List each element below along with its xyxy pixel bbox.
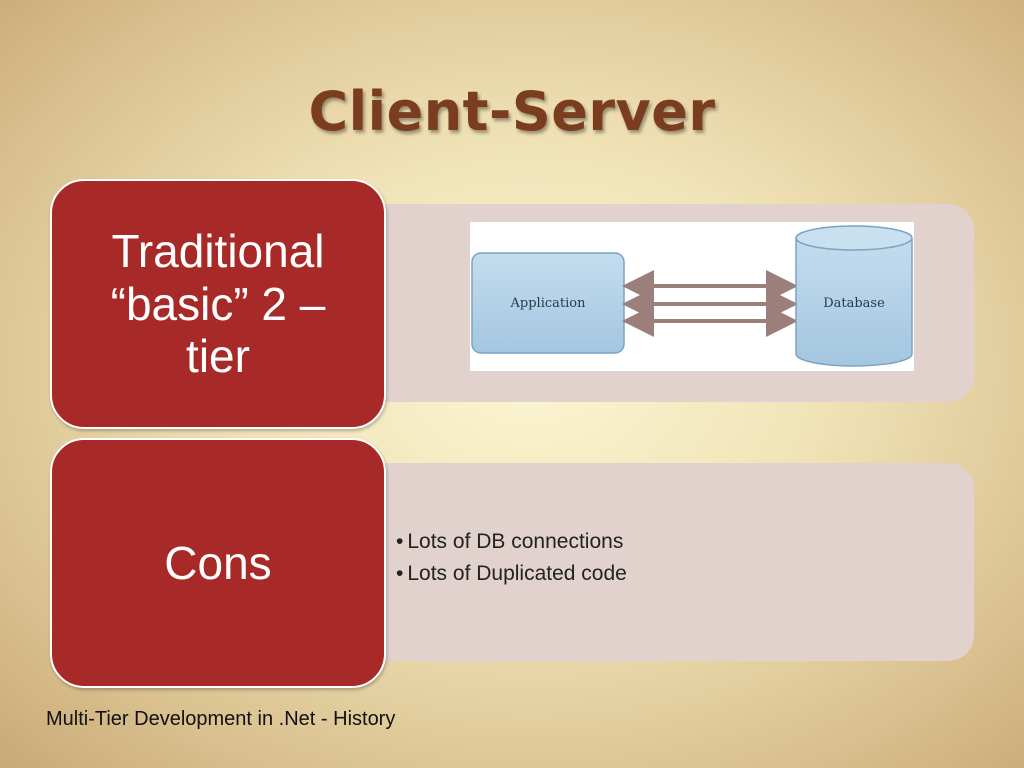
database-label: Database [823,296,885,311]
connection-arrows [622,270,798,337]
database-cylinder [795,225,913,367]
cons-label: Cons [164,536,272,589]
cons-item-text: Lots of DB connections [407,530,624,553]
list-item: •Lots of Duplicated code [396,562,627,585]
tier-label-line-1: Traditional [111,225,325,278]
slide-footer: Multi-Tier Development in .Net - History [46,708,396,730]
slide-title: Client-Server [308,80,716,143]
cons-item-text: Lots of Duplicated code [407,562,627,585]
traditional-tier-box: Traditional “basic” 2 – tier [50,179,386,429]
cons-panel [330,463,974,661]
cons-box: Cons [50,438,386,688]
cons-list: •Lots of DB connections •Lots of Duplica… [396,530,627,594]
tier-label-line-2: “basic” 2 – [110,277,326,330]
application-label: Application [510,296,587,311]
client-server-diagram: Application Database [470,222,914,371]
tier-label-line-3: tier [186,330,250,383]
list-item: •Lots of DB connections [396,530,624,553]
